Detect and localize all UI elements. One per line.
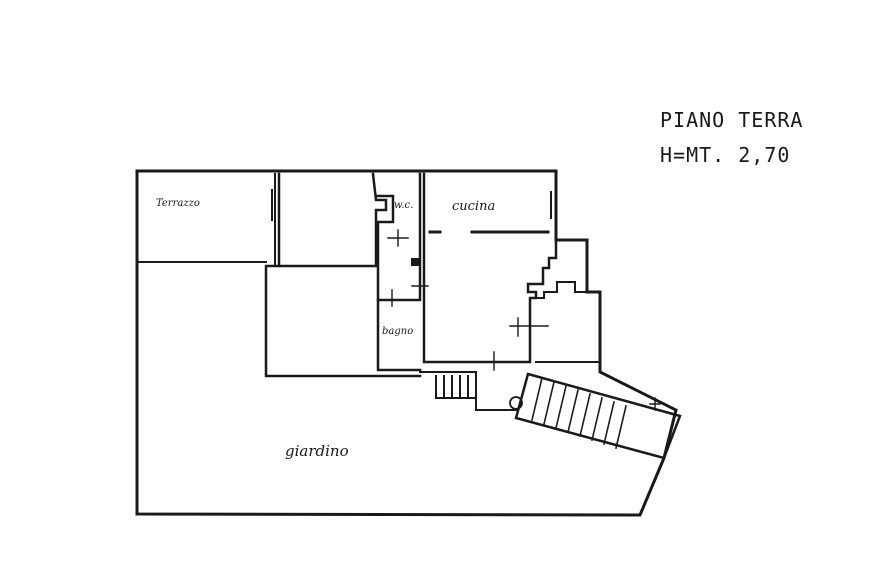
floor-title: PIANO TERRA [660, 108, 804, 132]
stair-landing-marker [509, 396, 523, 410]
outer-boundary [135, 169, 678, 517]
staircase-treads [531, 377, 627, 449]
room-upper-left [277, 172, 388, 268]
ceiling-height-label: H=MT. 2,70 [660, 143, 791, 167]
right-block [535, 281, 601, 363]
kitchen-label: cucina [452, 199, 495, 214]
bathroom-label: bagno [382, 326, 413, 337]
terrace-label: Terrazzo [156, 198, 200, 209]
bathroom-walls [376, 298, 422, 372]
wall-stubs [271, 189, 552, 221]
wc-walls [374, 172, 422, 302]
external-staircase [514, 372, 682, 460]
wc-label: w.c. [394, 200, 413, 211]
room-lower-left [264, 264, 422, 378]
entrance-steps [419, 371, 519, 411]
kitchen-walls [422, 172, 558, 364]
door-marks [387, 229, 661, 411]
wc-fixture [411, 258, 419, 266]
room-labels: Terrazzo w.c. cucina bagno giardino [156, 198, 495, 460]
plan-walls [135, 169, 682, 517]
garden-label: giardino [285, 442, 349, 460]
terrace-walls [136, 173, 276, 265]
